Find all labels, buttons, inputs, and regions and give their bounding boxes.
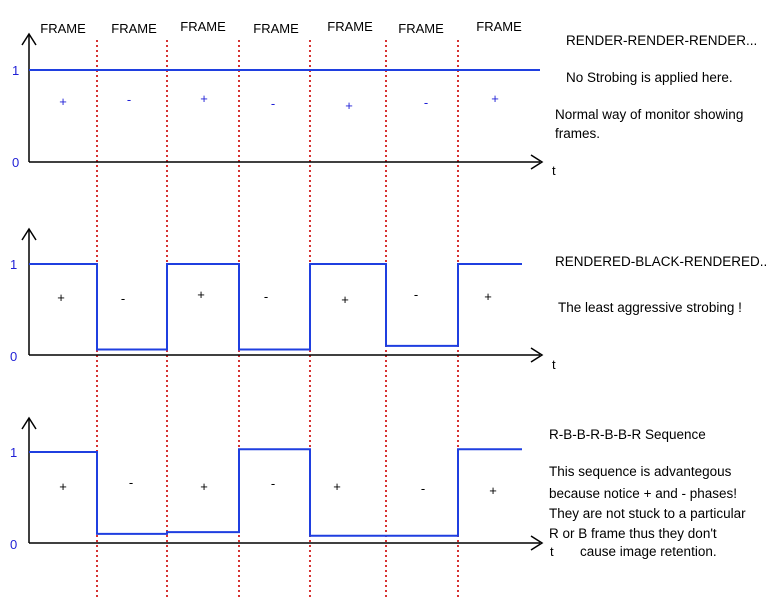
phase-sign: + <box>484 289 492 304</box>
phase-sign: + <box>57 290 65 305</box>
notes-line: The least aggressive strobing ! <box>558 300 742 315</box>
frame-label-5: FRAME <box>327 19 373 34</box>
phase-sign: + <box>200 479 208 494</box>
notes-line: This sequence is advantegous <box>549 464 732 479</box>
notes-line: No Strobing is applied here. <box>566 70 733 85</box>
phase-sign: - <box>121 291 125 306</box>
t-label: t <box>552 357 556 372</box>
frame-label-1: FRAME <box>40 21 86 36</box>
notes-line: cause image retention. <box>580 544 717 559</box>
notes-line: Normal way of monitor showing <box>555 107 743 122</box>
panel-render: 1 0 t + - + - + - + RENDER-RENDER-RENDER… <box>12 32 757 178</box>
phase-sign: - <box>424 95 428 110</box>
phase-sign: + <box>341 292 349 307</box>
y-low-label: 0 <box>10 349 17 364</box>
phase-signs: + - + - + - + <box>59 91 499 113</box>
axes <box>21 227 544 363</box>
frame-dividers <box>96 40 459 600</box>
notes-line: They are not stuck to a particular <box>549 506 746 521</box>
y-axis-arrowhead <box>21 32 37 46</box>
x-axis-arrowhead <box>530 347 544 363</box>
phase-signs: + - + - + - + <box>59 475 497 498</box>
phase-sign: + <box>197 287 205 302</box>
frame-labels: FRAME FRAME FRAME FRAME FRAME FRAME FRAM… <box>40 19 522 36</box>
notes-title: RENDER-RENDER-RENDER... <box>566 33 757 48</box>
panel-notes: RENDERED-BLACK-RENDERED... The least agg… <box>555 254 767 315</box>
frame-label-3: FRAME <box>180 19 226 34</box>
x-axis-arrowhead <box>530 154 544 170</box>
notes-line: R or B frame thus they don't <box>549 526 717 541</box>
phase-sign: + <box>333 479 341 494</box>
notes-line: frames. <box>555 126 600 141</box>
t-label: t <box>550 544 554 559</box>
panel-notes: RENDER-RENDER-RENDER... No Strobing is a… <box>555 33 757 141</box>
notes-title: RENDERED-BLACK-RENDERED... <box>555 254 767 269</box>
phase-sign: + <box>59 479 67 494</box>
phase-sign: - <box>271 476 275 491</box>
y-high-label: 1 <box>10 257 17 272</box>
t-label: t <box>552 163 556 178</box>
frame-label-4: FRAME <box>253 21 299 36</box>
panel-rbbr-sequence: 1 0 t + - + - + - + R-B-B-R-B-B-R Sequen… <box>10 416 746 559</box>
phase-sign: + <box>489 483 497 498</box>
notes-line: because notice + and - phases! <box>549 486 737 501</box>
y-axis-arrowhead <box>21 227 37 241</box>
phase-sign: - <box>127 92 131 107</box>
phase-sign: + <box>491 91 499 106</box>
signal-trace <box>29 263 522 351</box>
y-high-label: 1 <box>12 63 19 78</box>
axes <box>21 416 544 551</box>
phase-signs: + - + - + - + <box>57 287 492 307</box>
phase-sign: - <box>129 475 133 490</box>
y-low-label: 0 <box>10 537 17 552</box>
y-high-label: 1 <box>10 445 17 460</box>
phase-sign: - <box>414 287 418 302</box>
y-low-label: 0 <box>12 155 19 170</box>
frame-label-6: FRAME <box>398 21 444 36</box>
frame-label-7: FRAME <box>476 19 522 34</box>
frame-label-2: FRAME <box>111 21 157 36</box>
phase-sign: + <box>59 94 67 109</box>
notes-title: R-B-B-R-B-B-R Sequence <box>549 427 706 442</box>
panel-rendered-black: 1 0 t + - + - + - + RENDERED-BLACK-RENDE… <box>10 227 767 372</box>
phase-sign: + <box>200 91 208 106</box>
panel-notes: R-B-B-R-B-B-R Sequence This sequence is … <box>549 427 746 559</box>
y-axis-arrowhead <box>21 416 37 430</box>
phase-sign: - <box>264 289 268 304</box>
phase-sign: - <box>271 96 275 111</box>
x-axis-arrowhead <box>530 535 544 551</box>
axes <box>21 32 544 170</box>
phase-sign: - <box>421 481 425 496</box>
signal-trace <box>29 448 522 537</box>
phase-sign: + <box>345 98 353 113</box>
